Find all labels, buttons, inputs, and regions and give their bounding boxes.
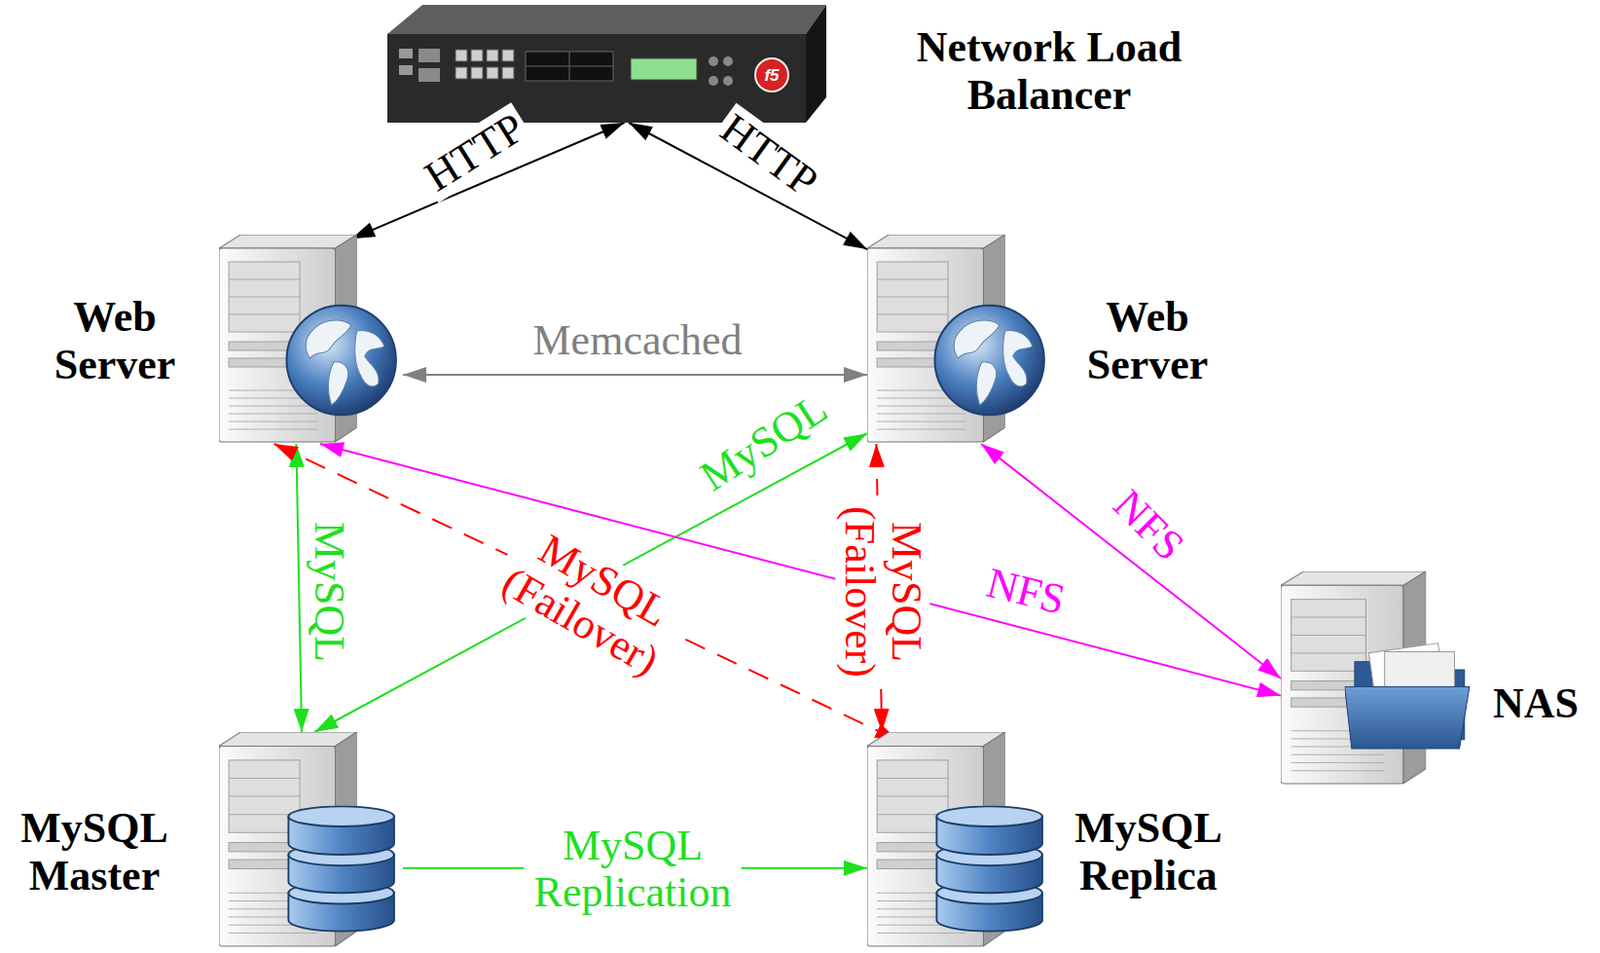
node-icon bbox=[218, 731, 403, 948]
failover-connector bbox=[274, 443, 899, 741]
node-icon bbox=[387, 4, 827, 123]
globe-icon bbox=[934, 305, 1044, 415]
node-label: NAS bbox=[1477, 679, 1595, 728]
node-icon bbox=[867, 234, 1052, 444]
connector bbox=[402, 867, 868, 870]
connector bbox=[320, 443, 1281, 696]
folder-icon bbox=[1345, 643, 1470, 749]
connector-label: NFS bbox=[1101, 478, 1197, 574]
connector bbox=[295, 443, 302, 732]
server-node: MySQL Replica bbox=[867, 731, 1052, 948]
server-node: NAS bbox=[1280, 571, 1475, 786]
node-label: Network Load Balancer bbox=[903, 23, 1196, 120]
node-label: MySQL Master bbox=[6, 803, 182, 901]
connector bbox=[981, 443, 1281, 679]
globe-icon bbox=[286, 305, 396, 415]
server-node: Web Server bbox=[218, 234, 403, 444]
load-balancer-node: Network Load Balancer bbox=[387, 4, 827, 123]
node-label: Web Server bbox=[32, 292, 198, 390]
node-icon bbox=[218, 234, 403, 444]
failover-connector bbox=[875, 443, 882, 732]
node-icon bbox=[1280, 571, 1475, 786]
connector-label: MySQL bbox=[689, 382, 839, 504]
server-node: MySQL Master bbox=[218, 731, 403, 948]
connector-label: MySQL (Failover) bbox=[836, 495, 931, 689]
database-icon bbox=[288, 805, 395, 931]
connector bbox=[628, 122, 868, 250]
connector bbox=[402, 373, 868, 376]
load-balancer-device bbox=[387, 4, 827, 123]
server-node: Web Server bbox=[867, 234, 1052, 444]
connector-label: Memcached bbox=[529, 317, 747, 364]
node-label: MySQL Replica bbox=[1060, 803, 1237, 901]
connector bbox=[351, 122, 624, 239]
node-icon bbox=[867, 731, 1052, 948]
node-label: Web Server bbox=[1064, 292, 1231, 390]
connector-label: MySQL (Failover) bbox=[484, 512, 699, 691]
connector-label: NFS bbox=[978, 558, 1074, 625]
connector-label: MySQL bbox=[305, 517, 353, 666]
connector-label: MySQL Replication bbox=[524, 822, 742, 917]
database-icon bbox=[936, 805, 1043, 931]
